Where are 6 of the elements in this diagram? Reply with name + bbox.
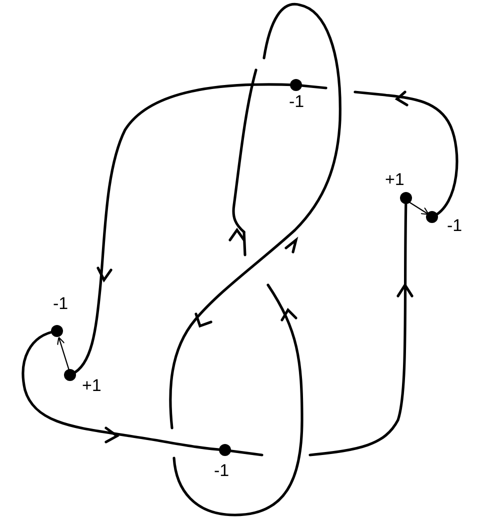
sign-label: +1 — [82, 377, 102, 394]
sign-label: -1 — [214, 462, 230, 479]
sign-label: -1 — [289, 93, 304, 110]
sign-label: +1 — [385, 171, 404, 188]
sign-label: -1 — [447, 217, 462, 234]
sign-label: -1 — [53, 295, 68, 312]
